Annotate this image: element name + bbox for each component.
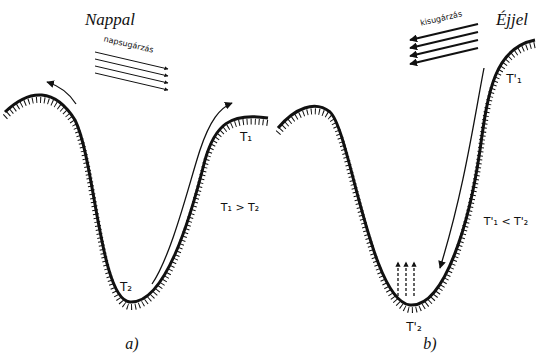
temperature-label: T'₂ xyxy=(406,321,421,334)
radiation-label: kisugárzás xyxy=(419,10,463,28)
terrain-hatching xyxy=(5,100,268,307)
terrain-hatching xyxy=(278,45,535,310)
panel-title: Nappal xyxy=(85,11,135,30)
cold-air-arrows xyxy=(398,262,414,296)
temperature-label: T₂ xyxy=(120,281,132,294)
temperature-label: T₁ xyxy=(240,131,252,144)
sun-rays xyxy=(95,52,168,90)
upslope-wind-arrow xyxy=(47,82,76,104)
upslope-wind-arrow xyxy=(152,103,232,284)
terrain-line xyxy=(5,95,268,302)
terrain-line xyxy=(278,40,535,305)
panel-letter: b) xyxy=(423,335,436,353)
temperature-relation: T₁ > T₂ xyxy=(221,202,259,214)
downslope-wind-arrow xyxy=(440,68,484,268)
panel-title: Éjjel xyxy=(496,11,528,30)
temperature-label: T'₁ xyxy=(506,73,521,86)
panel-letter: a) xyxy=(125,335,138,353)
radiation-label: napsugárzás xyxy=(102,35,154,55)
outgoing-radiation xyxy=(410,24,478,64)
temperature-relation: T'₁ < T'₂ xyxy=(484,216,529,228)
